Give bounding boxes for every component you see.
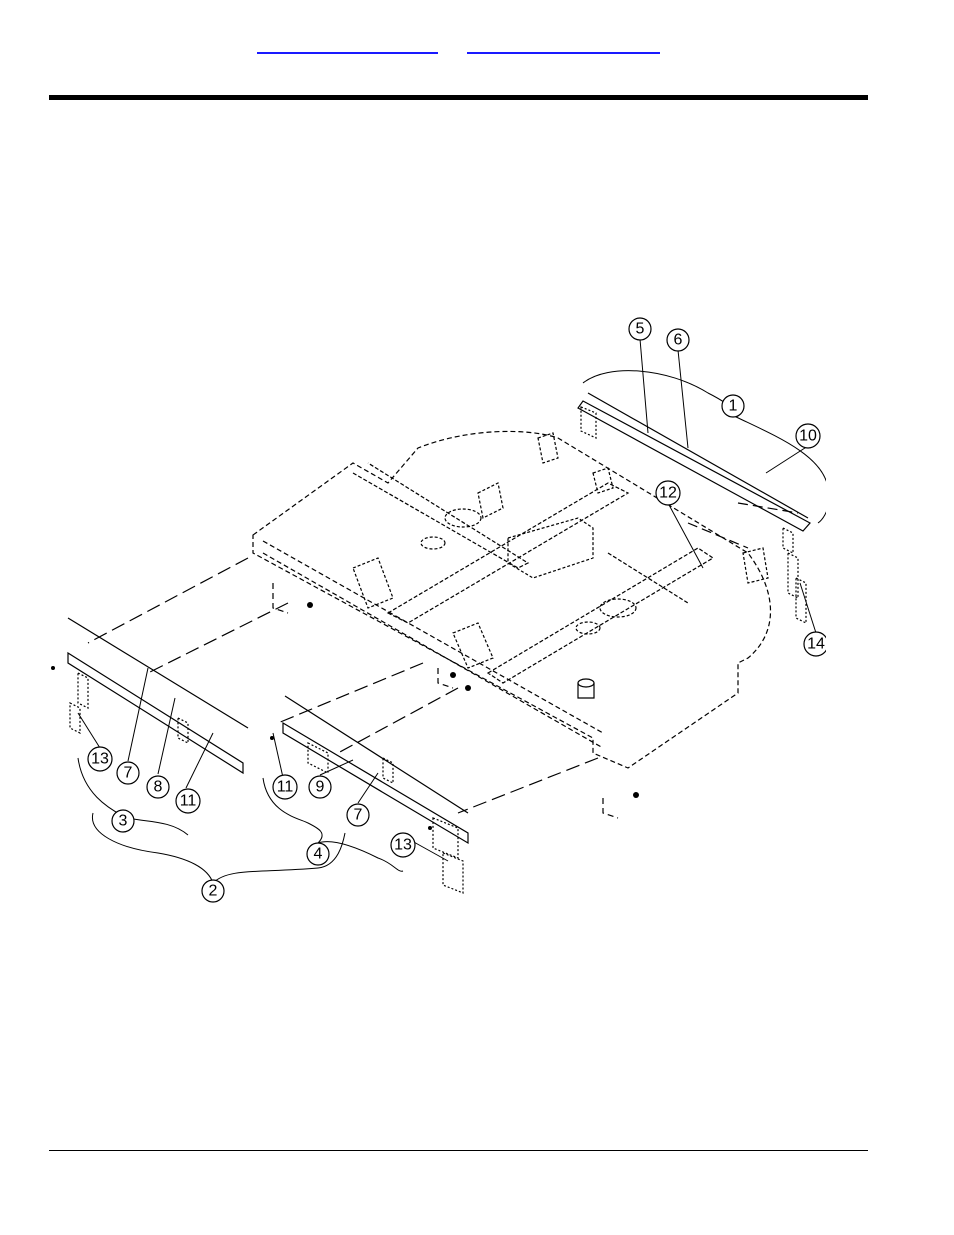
callout-5: 5 — [636, 321, 645, 338]
callout-8: 8 — [154, 779, 163, 796]
callout-13-left: 13 — [91, 751, 109, 768]
callout-7-middle: 7 — [354, 807, 363, 824]
parts-diagram: 5 6 1 10 12 14 13 7 8 11 3 2 11 9 7 4 13 — [48, 313, 826, 905]
footer-divider — [49, 1150, 868, 1151]
callout-3: 3 — [119, 813, 128, 830]
callout-7-left: 7 — [124, 765, 133, 782]
callout-9: 9 — [316, 779, 325, 796]
callout-14: 14 — [807, 636, 825, 653]
callout-11-left: 11 — [180, 793, 197, 810]
callout-6: 6 — [674, 332, 683, 349]
callout-1: 1 — [729, 398, 738, 415]
callout-2: 2 — [209, 883, 218, 900]
callout-4: 4 — [314, 846, 323, 863]
callout-11-middle: 11 — [277, 779, 294, 796]
callout-13-middle: 13 — [394, 837, 412, 854]
header-link-2[interactable] — [467, 52, 660, 54]
header-divider — [49, 95, 868, 100]
callout-10: 10 — [799, 428, 817, 445]
header-link-1[interactable] — [257, 52, 438, 54]
callout-12: 12 — [659, 485, 677, 502]
